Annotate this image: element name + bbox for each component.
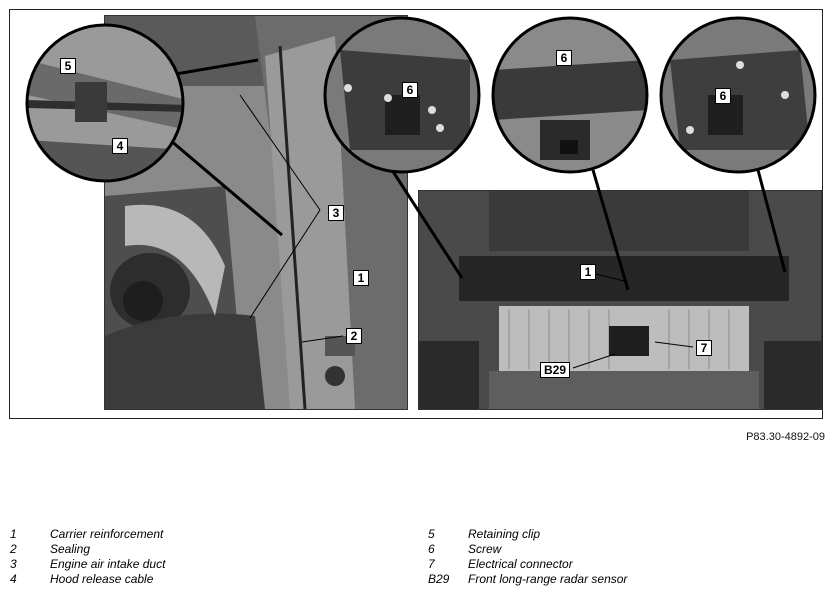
legend-column-left: 1 Carrier reinforcement 2 Sealing 3 Engine … xyxy=(10,527,428,591)
callout-1-right: 1 xyxy=(580,264,596,280)
legend-key: 3 xyxy=(10,557,17,571)
legend-key: 4 xyxy=(10,572,17,586)
legend-key: 5 xyxy=(428,527,435,541)
legend-item: 1 Carrier reinforcement xyxy=(10,527,428,542)
legend-text: Front long-range radar sensor xyxy=(468,572,628,586)
legend-item: 5 Retaining clip xyxy=(428,527,830,542)
legend: 1 Carrier reinforcement 2 Sealing 3 Engine … xyxy=(10,527,830,591)
legend-text: Hood release cable xyxy=(50,572,154,586)
front-end-photo-right xyxy=(418,190,822,410)
legend-text: Electrical connector xyxy=(468,557,573,571)
callout-5: 5 xyxy=(60,58,76,74)
legend-key: 7 xyxy=(428,557,435,571)
legend-item: 2 Sealing xyxy=(10,542,428,557)
legend-item: 3 Engine air intake duct xyxy=(10,557,428,572)
engine-bay-left-illustration xyxy=(105,16,407,409)
legend-item: 7 Electrical connector xyxy=(428,557,830,572)
callout-6-b: 6 xyxy=(556,50,572,66)
legend-text: Engine air intake duct xyxy=(50,557,166,571)
callout-3: 3 xyxy=(328,205,344,221)
engine-bay-photo-left xyxy=(104,15,408,410)
legend-text: Sealing xyxy=(50,542,91,556)
legend-item: 6 Screw xyxy=(428,542,830,557)
legend-item: 4 Hood release cable xyxy=(10,572,428,587)
callout-6-c: 6 xyxy=(715,88,731,104)
callout-1-left: 1 xyxy=(353,270,369,286)
callout-6-a: 6 xyxy=(402,82,418,98)
legend-text: Retaining clip xyxy=(468,527,541,541)
figure-reference-code: P83.30-4892-09 xyxy=(746,431,825,443)
callout-b29: B29 xyxy=(540,362,571,378)
legend-key: B29 xyxy=(428,572,450,586)
legend-key: 1 xyxy=(10,527,17,541)
legend-text: Carrier reinforcement xyxy=(50,527,164,541)
legend-text: Screw xyxy=(468,542,502,556)
legend-key: 6 xyxy=(428,542,435,556)
legend-key: 2 xyxy=(10,542,17,556)
callout-4: 4 xyxy=(112,138,128,154)
callout-7: 7 xyxy=(696,340,712,356)
legend-column-right: 5 Retaining clip 6 Screw 7 Electrical conne… xyxy=(428,527,830,591)
legend-item: B29 Front long-range radar sensor xyxy=(428,572,830,587)
callout-2: 2 xyxy=(346,328,362,344)
front-end-right-illustration xyxy=(419,191,821,409)
